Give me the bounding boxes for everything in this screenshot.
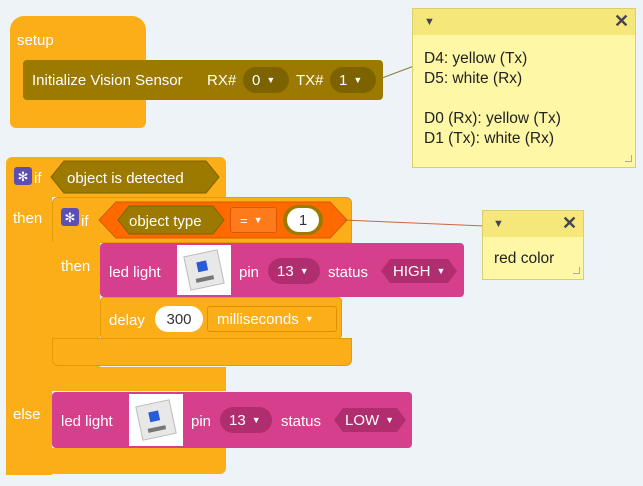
comment-header	[483, 211, 583, 237]
status-label: status	[281, 413, 322, 430]
object-type-shape[interactable]	[117, 205, 225, 235]
rx-label: RX#	[207, 72, 237, 89]
resize-handle-icon[interactable]	[573, 267, 580, 274]
comment-header	[413, 9, 635, 35]
chevron-down-icon: ▼	[299, 265, 309, 276]
led-light-label: led light	[61, 413, 113, 430]
resize-handle-icon[interactable]	[625, 155, 632, 162]
else-label: else	[13, 406, 41, 423]
chevron-down-icon: ▼	[266, 74, 276, 85]
collapse-caret-icon[interactable]: ▼	[493, 218, 504, 230]
if-label: if	[34, 170, 42, 187]
pin-dropdown[interactable]: 13 ▼	[268, 258, 320, 284]
led-light-label: led light	[109, 264, 161, 281]
value-input[interactable]: 1	[287, 208, 319, 232]
chevron-down-icon: ▼	[353, 74, 363, 85]
chevron-down-icon: ▼	[436, 265, 446, 276]
pin-value: 13	[277, 262, 294, 280]
initialize-vision-sensor-label: Initialize Vision Sensor	[32, 72, 183, 89]
comment-connector-line	[381, 65, 415, 79]
delay-label: delay	[109, 312, 145, 329]
status-value: HIGH	[393, 262, 431, 280]
if-else-left-rail	[6, 195, 52, 475]
status-dropdown[interactable]: HIGH ▼	[384, 258, 456, 284]
inner-if-bottom-bar	[52, 338, 352, 366]
inner-if-label: if	[81, 213, 89, 230]
chevron-down-icon: ▼	[304, 313, 314, 324]
pin-label: pin	[239, 264, 260, 281]
led-module-image	[177, 245, 231, 295]
status-dropdown-shape[interactable]	[333, 407, 407, 433]
delay-value-text: 300	[166, 310, 192, 328]
status-label: status	[328, 264, 369, 281]
comment-note-pins[interactable]: ▼ ✕ D4: yellow (Tx) D5: white (Rx) D0 (R…	[412, 8, 636, 168]
rx-pin-dropdown[interactable]: 0 ▼	[243, 67, 289, 93]
then-label: then	[13, 210, 43, 227]
gear-icon[interactable]: ✻	[61, 208, 79, 226]
rx-pin-value: 0	[252, 71, 261, 89]
pin-value: 13	[229, 411, 246, 429]
delay-unit-value: milliseconds	[217, 310, 299, 328]
delay-value-input[interactable]: 300	[155, 306, 203, 332]
comment-connector-line	[341, 219, 486, 227]
if-else-bottom-bar	[6, 448, 226, 474]
operator-value: =	[240, 212, 248, 228]
setup-label: setup	[17, 32, 54, 49]
value-input-text: 1	[298, 211, 308, 229]
operator-dropdown[interactable]: = ▼	[230, 207, 277, 233]
tx-pin-value: 1	[339, 71, 348, 89]
collapse-caret-icon[interactable]: ▼	[424, 16, 435, 28]
chevron-down-icon: ▼	[251, 414, 261, 425]
close-icon[interactable]: ✕	[562, 213, 578, 233]
tx-label: TX#	[296, 72, 324, 89]
status-dropdown[interactable]: LOW ▼	[336, 407, 404, 433]
comment-text: red color	[494, 250, 555, 267]
status-dropdown-shape[interactable]	[380, 258, 458, 284]
pin-dropdown[interactable]: 13 ▼	[220, 407, 272, 433]
led-module-image	[129, 394, 183, 446]
gear-icon[interactable]: ✻	[14, 167, 32, 185]
delay-unit-dropdown[interactable]: milliseconds ▼	[207, 306, 337, 332]
chevron-down-icon: ▼	[385, 414, 395, 425]
comment-note-red-color[interactable]: ▼ ✕ red color	[482, 210, 584, 280]
object-detected-label: object is detected	[67, 170, 184, 187]
if-else-mid-bar	[6, 367, 226, 391]
pin-label: pin	[191, 413, 212, 430]
close-icon[interactable]: ✕	[614, 11, 630, 31]
comment-text: D4: yellow (Tx) D5: white (Rx) D0 (Rx): …	[424, 50, 561, 147]
initialize-vision-sensor-block[interactable]	[23, 60, 383, 100]
inner-then-label: then	[61, 258, 91, 275]
chevron-down-icon: ▼	[253, 214, 263, 225]
tx-pin-dropdown[interactable]: 1 ▼	[330, 67, 376, 93]
object-detected-condition-shape[interactable]	[50, 160, 220, 194]
status-value: LOW	[345, 411, 380, 429]
object-type-label: object type	[129, 213, 202, 230]
